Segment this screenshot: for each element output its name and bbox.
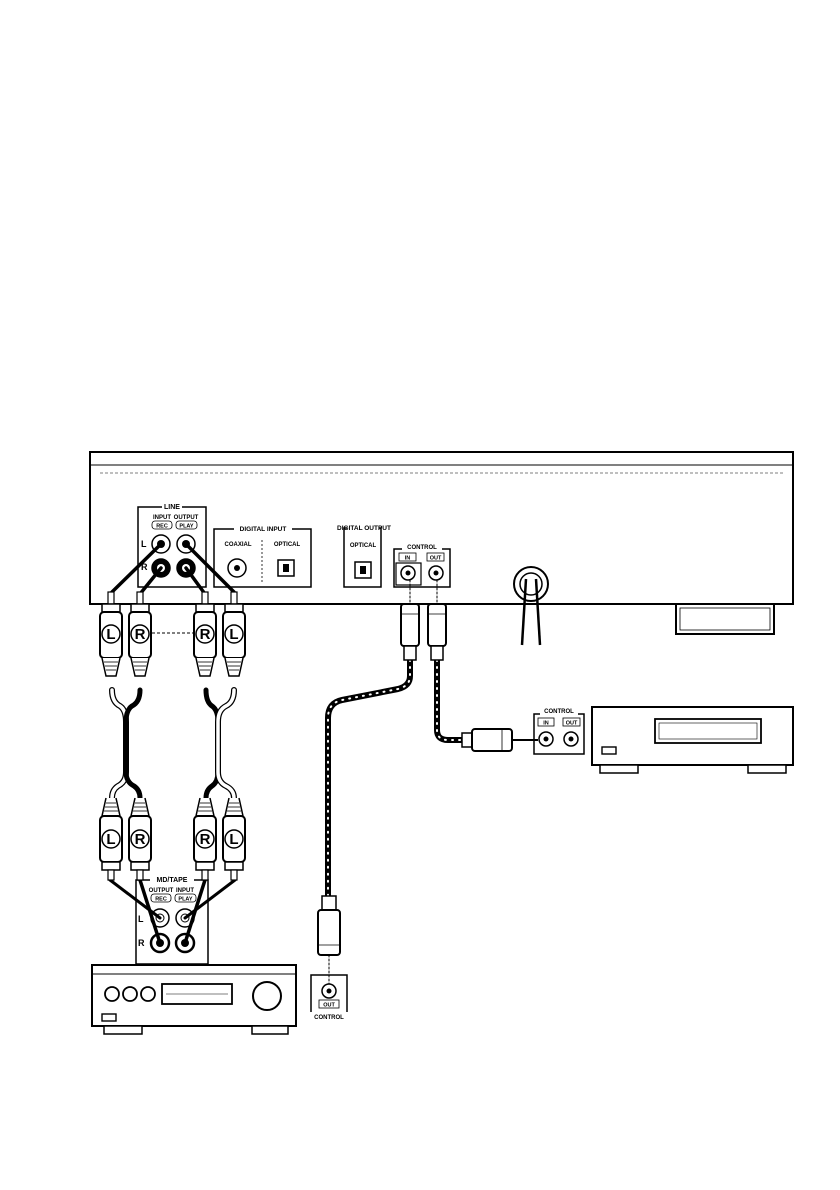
cable-r-left	[123, 687, 143, 801]
rca-plug-bottom-2[interactable]: R	[128, 797, 152, 881]
control-plug-in[interactable]	[400, 603, 420, 647]
md-tape-rec-label: REC	[155, 897, 167, 903]
rca-plug-top-4[interactable]: L	[222, 591, 246, 677]
md-tape-jack-panel: MD/TAPE OUTPUT INPUT REC PLAY L R	[135, 874, 209, 965]
coaxial-label: COAXIAL	[225, 542, 252, 548]
control-plug-box[interactable]	[317, 895, 341, 956]
amplifier-knob-3[interactable]	[140, 986, 156, 1002]
power-cord	[513, 566, 549, 646]
line-l-label: L	[141, 539, 147, 549]
digital-output-label: DIGITAL OUTPUT	[337, 525, 391, 532]
md-tape-label: MD/TAPE	[157, 877, 188, 884]
main-control-panel: CONTROL IN OUT	[393, 542, 451, 588]
md-tape-r-label: R	[138, 938, 145, 948]
digital-output-panel: DIGITAL OUTPUT OPTICAL	[337, 520, 391, 588]
optical-input-port[interactable]	[277, 559, 295, 577]
rca-plug-top-1[interactable]: L	[99, 591, 123, 677]
amplifier-knob-1[interactable]	[104, 986, 120, 1002]
digital-input-label: DIGITAL INPUT	[240, 526, 287, 533]
plug-letter: L	[229, 831, 238, 848]
second-device-in-jack[interactable]	[538, 731, 554, 747]
md-tape-l-label: L	[138, 914, 144, 924]
plug-letter: R	[200, 831, 211, 848]
line-r-label: R	[141, 562, 148, 572]
coaxial-input-jack[interactable]	[227, 558, 247, 578]
control-cable-to-box	[325, 657, 413, 899]
second-device-out-jack[interactable]	[563, 731, 579, 747]
line-play-label: PLAY	[179, 524, 193, 530]
amplifier-knob-2[interactable]	[122, 986, 138, 1002]
plug-letter: L	[106, 831, 115, 848]
control-plug-out[interactable]	[427, 603, 447, 647]
digital-input-panel: DIGITAL INPUT COAXIAL OPTICAL	[213, 519, 312, 588]
plug-letter: L	[106, 626, 115, 643]
amplifier-unit	[91, 964, 297, 1035]
audio-cables	[108, 542, 237, 945]
control-plug-device[interactable]	[461, 728, 538, 752]
line-jack-panel: LINE INPUT OUTPUT REC PLAY L R	[137, 502, 207, 588]
line-input-label: INPUT	[153, 515, 171, 521]
second-device-unit	[591, 706, 794, 774]
main-control-out-label: OUT	[430, 556, 442, 562]
md-tape-play-label: PLAY	[178, 897, 192, 903]
plug-letter: R	[135, 831, 146, 848]
second-device-control-label: CONTROL	[544, 709, 574, 715]
main-unit-foot	[675, 603, 775, 635]
control-out-box-label: CONTROL	[314, 1015, 344, 1021]
rca-plug-top-2[interactable]: R	[128, 591, 152, 677]
control-out-box-out-label: OUT	[323, 1003, 335, 1009]
control-cable-to-device	[434, 657, 465, 743]
line-label: LINE	[164, 504, 180, 511]
main-control-in-jack[interactable]	[400, 565, 416, 581]
rca-plug-top-3[interactable]: R	[193, 591, 217, 677]
amplifier-power-button[interactable]	[101, 1013, 117, 1022]
main-control-label: CONTROL	[407, 545, 437, 551]
second-device-power-button[interactable]	[601, 746, 617, 755]
amplifier-volume-knob[interactable]	[252, 981, 282, 1011]
rca-plug-bottom-4[interactable]: L	[222, 797, 246, 881]
second-device-control-panel: CONTROL IN OUT	[533, 706, 585, 755]
rca-plug-bottom-3[interactable]: R	[193, 797, 217, 881]
second-device-in-label: IN	[543, 721, 549, 727]
control-out-box: OUT CONTROL	[310, 974, 348, 1021]
optical-output-port[interactable]	[354, 561, 372, 579]
main-control-out-jack[interactable]	[428, 565, 444, 581]
line-rec-label: REC	[156, 524, 168, 530]
plug-letter: L	[229, 626, 238, 643]
second-device-display	[654, 718, 762, 744]
second-device-out-label: OUT	[566, 721, 578, 727]
plug-letter: R	[135, 626, 146, 643]
line-output-label: OUTPUT	[174, 515, 199, 521]
control-cables	[325, 579, 465, 985]
digital-input-optical-label: OPTICAL	[274, 542, 301, 548]
plug-letter: R	[200, 626, 211, 643]
digital-output-optical-label: OPTICAL	[350, 543, 377, 549]
control-plugs-main	[400, 603, 447, 661]
main-control-in-label: IN	[405, 556, 411, 562]
md-tape-input-label: INPUT	[176, 888, 194, 894]
control-out-box-jack[interactable]	[321, 983, 337, 999]
rca-plug-bottom-1[interactable]: L	[99, 797, 123, 881]
md-tape-output-label: OUTPUT	[149, 888, 174, 894]
